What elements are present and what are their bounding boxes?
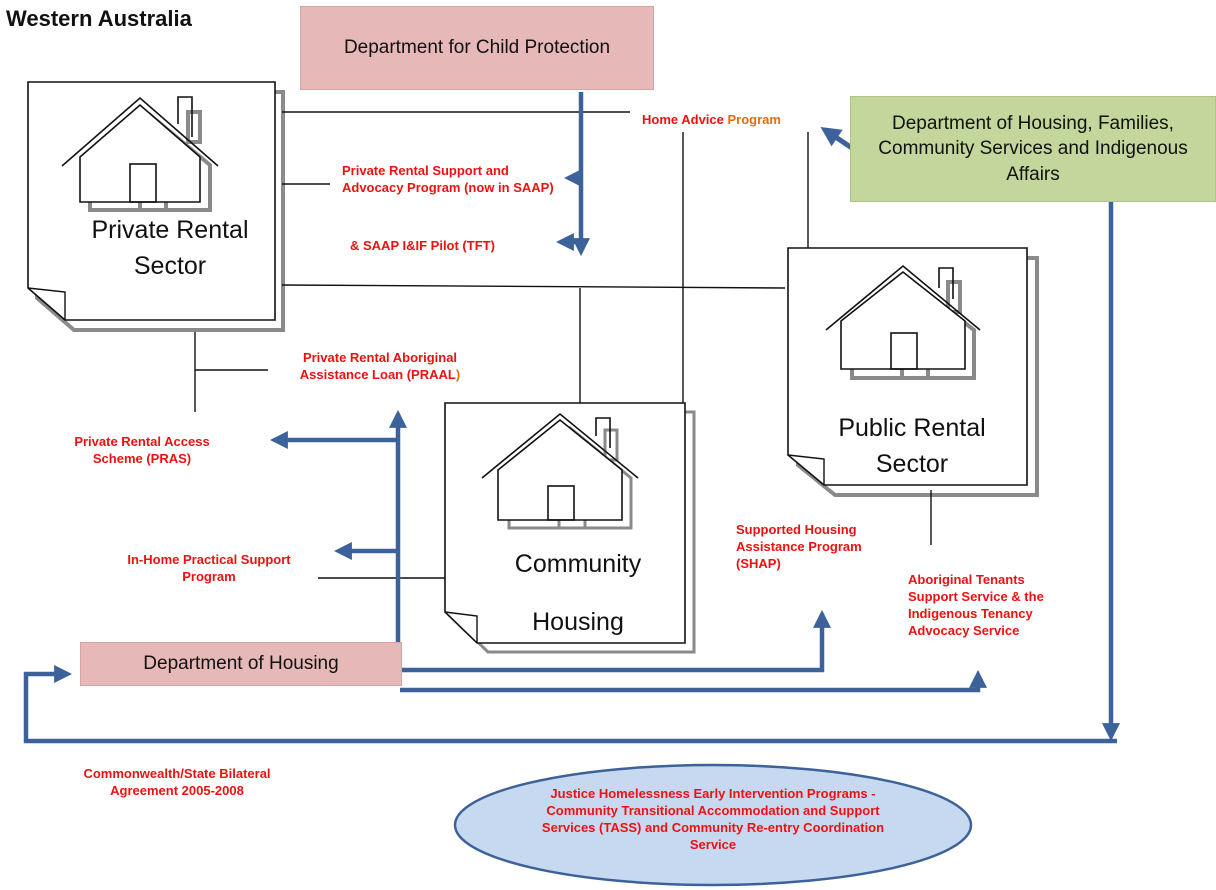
house-icon (481, 412, 639, 530)
public-sector-label: Public Rental Sector (838, 414, 986, 479)
praal-label: Private Rental Aboriginal Assistance Loa… (280, 350, 480, 384)
justice-programs-ellipse (453, 763, 973, 887)
arrow-icon (23, 92, 1120, 744)
community-label-line1: Community (514, 550, 642, 578)
page-title: Western Australia (6, 6, 192, 31)
community-label-line2: Housing (532, 608, 624, 636)
home-advice-text: Home Advice (642, 112, 728, 127)
housing-families-box: Department of Housing, Families, Communi… (850, 96, 1216, 202)
child-protection-label: Department for Child Protection (343, 37, 611, 58)
justice-programs-label: Justice Homelessness Early Intervention … (541, 786, 885, 852)
bilateral-agreement-label: Commonwealth/State Bilateral Agreement 2… (83, 766, 271, 798)
prsap-label: Private Rental Support and Advocacy Prog… (342, 163, 554, 195)
department-housing-label: Department of Housing (143, 653, 339, 674)
house-icon (61, 96, 219, 212)
connector-lines (194, 111, 932, 579)
shap-label: Supported Housing Assistance Program (SH… (736, 522, 862, 571)
praal-text: Private Rental Aboriginal Assistance Loa… (299, 350, 458, 382)
home-advice-text-orange: Program (727, 112, 781, 127)
child-protection-box: Department for Child Protection (300, 6, 654, 90)
in-home-support-label: In-Home Practical Support Program (127, 552, 291, 584)
atss-label: Aboriginal Tenants Support Service & the… (908, 572, 1044, 638)
pras-label: Private Rental Access Scheme (PRAS) (74, 434, 210, 466)
department-housing-box: Department of Housing (80, 642, 402, 686)
praal-text-end: ) (455, 366, 461, 382)
home-advice-program: Home Advice Program (642, 112, 781, 129)
house-icon (825, 264, 981, 380)
community-sector-page (444, 402, 696, 654)
housing-families-label: Department of Housing, Families, Communi… (878, 112, 1188, 185)
saap-pilot-label: & SAAP I&IF Pilot (TFT) (350, 238, 495, 253)
private-sector-label: Private Rental Sector (91, 216, 249, 281)
